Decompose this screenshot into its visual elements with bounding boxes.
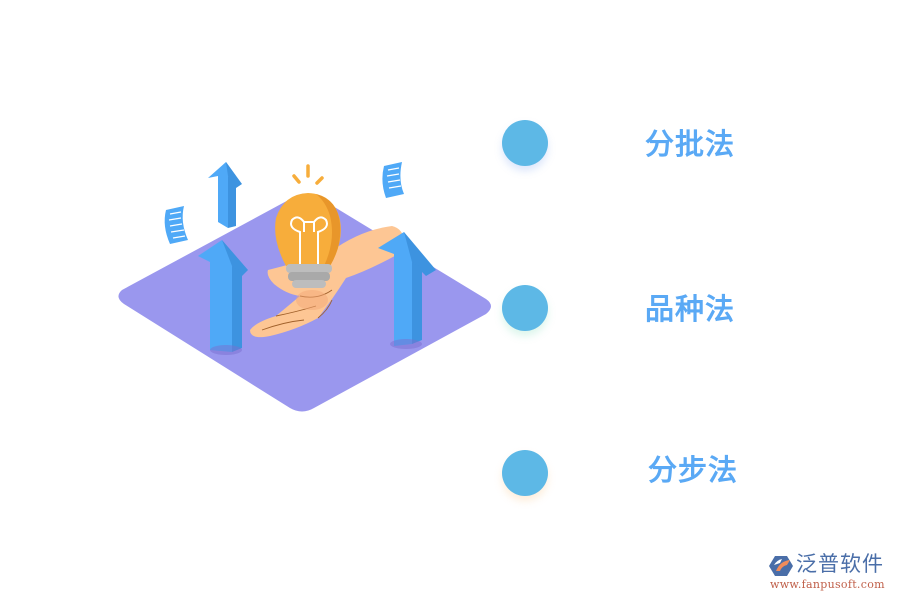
up-arrow-icon [198, 240, 248, 355]
method-label-step: 分步法 [648, 453, 739, 487]
brand-name: 泛普软件 [796, 552, 884, 576]
brand-watermark: 泛普软件 www.fanpusoft.com [768, 552, 894, 592]
method-bullet-dot [502, 450, 548, 496]
fanpu-logo-icon [769, 556, 793, 576]
idea-illustration [118, 162, 491, 412]
method-bullet-dot [502, 285, 548, 331]
method-label-variety: 品种法 [645, 292, 736, 326]
method-label-batch: 分批法 [645, 127, 736, 161]
brand-url: www.fanpusoft.com [770, 578, 885, 591]
method-bullet-dot [502, 120, 548, 166]
up-arrow-icon [378, 232, 436, 349]
document-icon [164, 206, 188, 244]
hand-icon [250, 226, 404, 338]
up-arrow-icon [208, 162, 242, 228]
document-icon [382, 162, 404, 198]
lightbulb-icon [275, 164, 341, 288]
